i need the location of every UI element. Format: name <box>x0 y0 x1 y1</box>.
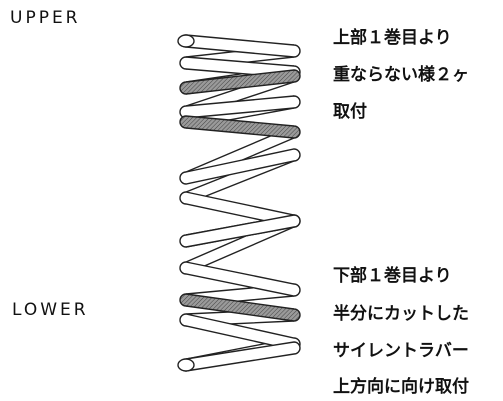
upper-note-line-3: 取付 <box>333 102 367 122</box>
coil-end-cap <box>177 34 195 48</box>
upper-label: UPPER <box>10 8 81 28</box>
upper-note-line-2: 重ならない様２ヶ <box>333 65 469 85</box>
rubber-covered-coil <box>179 293 301 322</box>
upper-note-line-1: 上部１巻目より <box>333 28 452 48</box>
lower-note-line-4: 上方向に向け取付 <box>333 377 469 397</box>
coil-turn <box>179 261 301 297</box>
coil-turn <box>179 34 301 58</box>
rubber-covered-coil <box>179 69 301 95</box>
coil-turn <box>179 214 301 248</box>
coil-turn <box>179 95 301 119</box>
coil-end-cap <box>177 358 195 372</box>
lower-label: LOWER <box>12 300 89 320</box>
rubber-covered-coil <box>179 115 301 139</box>
lower-note-line-3: サイレントラバー <box>333 341 469 361</box>
lower-note-line-1: 下部１巻目より <box>333 266 452 286</box>
coil-turn <box>179 341 301 372</box>
lower-note-line-2: 半分にカットした <box>333 304 469 324</box>
coil-turn <box>179 148 301 185</box>
